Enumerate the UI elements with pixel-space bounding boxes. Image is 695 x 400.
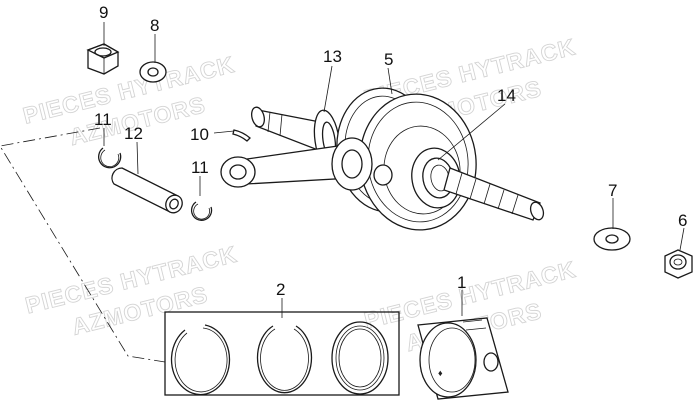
part-12-piston-pin xyxy=(111,167,183,214)
part-11-circlip-upper xyxy=(98,147,122,169)
part-6-nut xyxy=(664,249,693,279)
assembly-guide-line xyxy=(0,127,166,363)
part-8-washer xyxy=(139,61,167,83)
leader-lines xyxy=(103,22,685,318)
callout-6: 6 xyxy=(678,211,687,230)
callout-9: 9 xyxy=(99,3,108,22)
callout-11-upper: 11 xyxy=(94,110,112,129)
callout-11-lower: 11 xyxy=(191,158,209,177)
callout-7: 7 xyxy=(608,181,617,200)
part-9-nut xyxy=(86,43,120,75)
callout-5: 5 xyxy=(384,50,393,69)
callout-14: 14 xyxy=(497,86,516,105)
callout-2: 2 xyxy=(276,280,285,299)
part-5-crankshaft xyxy=(220,87,545,231)
part-2-ring-set xyxy=(164,311,400,396)
part-10-key xyxy=(232,129,251,142)
part-7-washer xyxy=(593,227,631,251)
callout-10: 10 xyxy=(190,125,209,144)
callout-8: 8 xyxy=(150,16,159,35)
callout-12: 12 xyxy=(124,124,143,143)
part-11-circlip-lower xyxy=(190,201,213,221)
part-1-piston: ♦ xyxy=(417,317,509,400)
svg-text:♦: ♦ xyxy=(438,368,443,378)
callout-13: 13 xyxy=(323,47,342,66)
callouts: 9 8 11 12 10 11 13 5 14 7 6 2 1 xyxy=(94,3,687,299)
callout-1: 1 xyxy=(457,273,466,292)
